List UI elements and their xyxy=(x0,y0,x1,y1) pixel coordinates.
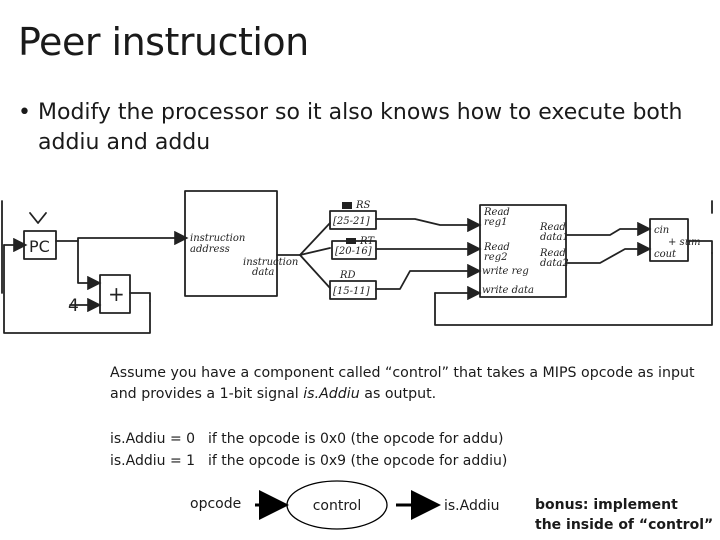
bullet-text: Modify the processor so it also knows ho… xyxy=(38,100,683,155)
bonus-note: bonus: implement the inside of “control” xyxy=(535,495,713,535)
write-data-label: write data xyxy=(482,285,534,296)
write-reg-label: write reg xyxy=(482,266,529,277)
adder-box xyxy=(99,274,131,314)
pc-to-adder-wire xyxy=(77,240,102,291)
read-reg2-line1: Read xyxy=(483,242,510,253)
imem-data-line1: instruction xyxy=(243,257,298,268)
cout-label: cout xyxy=(654,249,677,260)
rs-branch xyxy=(299,222,331,256)
read-reg2-line2: reg2 xyxy=(484,252,507,263)
read-data2-line1: Read xyxy=(539,248,566,259)
definition-lhs: is.Addiu = 1 xyxy=(110,453,196,469)
definition-lhs: is.Addiu = 0 xyxy=(110,431,196,447)
definition-row: is.Addiu = 1 if the opcode is 0x9 (the op… xyxy=(110,450,507,472)
assumption-paragraph: Assume you have a component called “cont… xyxy=(110,363,715,405)
imem-address-line2: address xyxy=(190,244,230,255)
bonus-line2: the inside of “control” xyxy=(535,517,714,533)
rt-bits: [20-16] xyxy=(335,246,372,257)
rd-to-writereg xyxy=(375,263,482,290)
loop-wire xyxy=(3,244,151,334)
control-label: control xyxy=(313,498,362,514)
rd-label: RD xyxy=(339,270,356,281)
datapath-sketch: PC + 4 instruction address instruction d… xyxy=(1,190,713,334)
bonus-line1: bonus: implement xyxy=(535,497,678,513)
instruction-memory xyxy=(184,190,278,297)
alu-adder xyxy=(649,218,689,262)
definition-rhs: if the opcode is 0x9 (the opcode for add… xyxy=(208,453,508,469)
definition-rhs: if the opcode is 0x0 (the opcode for add… xyxy=(208,431,504,447)
clock-mark xyxy=(29,212,47,224)
assume-text-end: as output. xyxy=(359,386,437,402)
control-flow-diagram: opcode control is.Addiu xyxy=(190,480,500,530)
read-data2-line2: data2 xyxy=(540,258,569,269)
data2-to-alu xyxy=(565,241,652,264)
adder-plus: + xyxy=(108,282,125,306)
pc-to-imem-wire xyxy=(55,230,189,246)
sum-label: + sum xyxy=(668,237,701,248)
four-label: 4 xyxy=(68,296,79,316)
data1-to-alu xyxy=(565,221,652,237)
pc-label: PC xyxy=(29,237,50,256)
adder-out xyxy=(129,292,151,302)
rs-bits: [25-21] xyxy=(333,216,370,227)
assume-signal: is.Addiu xyxy=(303,386,360,402)
rt-label: RT xyxy=(359,236,375,247)
bullet-dot: • xyxy=(18,100,31,125)
is-addiu-label: is.Addiu xyxy=(444,498,500,514)
read-data1-line1: Read xyxy=(539,222,566,233)
rd-bits: [15-11] xyxy=(333,286,370,297)
imem-address-line1: instruction xyxy=(190,233,245,244)
read-reg1-line1: Read xyxy=(483,207,510,218)
read-reg1-line2: reg1 xyxy=(484,217,507,228)
rs-label: RS xyxy=(355,200,371,211)
rs-mark xyxy=(342,202,352,209)
rd-branch xyxy=(299,254,331,289)
register-file xyxy=(479,204,567,298)
assume-text-start: Assume you have a component called “cont… xyxy=(110,365,695,402)
definition-row: is.Addiu = 0 if the opcode is 0x0 (the op… xyxy=(110,428,507,450)
read-data1-line2: data1 xyxy=(540,232,569,243)
writeback-loop xyxy=(434,252,713,326)
cin-label: cin xyxy=(654,225,669,236)
control-block xyxy=(286,480,388,530)
slide-title: Peer instruction xyxy=(18,20,309,64)
signal-definitions: is.Addiu = 0 if the opcode is 0x0 (the op… xyxy=(110,428,507,472)
rt-mark xyxy=(346,238,356,244)
rd-field-box xyxy=(329,280,377,300)
rs-to-reg1 xyxy=(375,217,482,233)
rs-field-box xyxy=(329,210,377,230)
bullet-point: • Modify the processor so it also knows … xyxy=(18,98,698,158)
imem-data-line2: data xyxy=(252,267,274,278)
alu-out xyxy=(687,240,713,254)
opcode-label: opcode xyxy=(190,496,241,512)
rt-branch xyxy=(299,247,331,256)
